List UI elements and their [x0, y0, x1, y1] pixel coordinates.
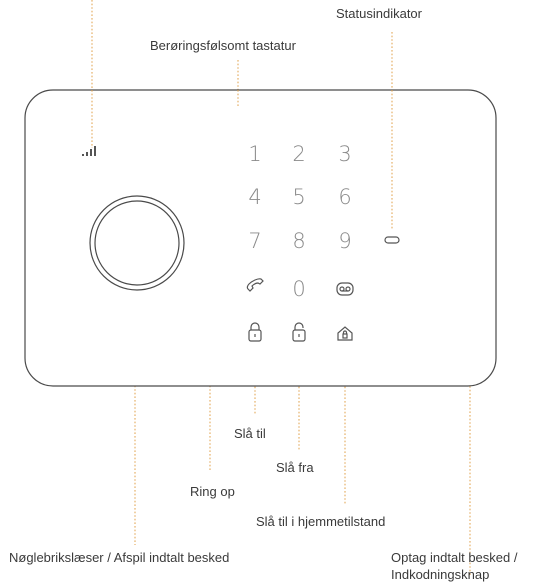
keypad[interactable]: 1 2 3 4 5 6 7 8 9 0	[248, 142, 351, 301]
status-indicator-label: Statusindikator	[336, 6, 422, 21]
key-3[interactable]: 3	[338, 142, 351, 166]
key-2[interactable]: 2	[292, 142, 305, 166]
key-4[interactable]: 4	[248, 185, 261, 209]
disarm-label: Slå fra	[276, 460, 314, 475]
record-label-line2: Indkodningsknap	[391, 567, 490, 582]
key-7[interactable]: 7	[248, 229, 261, 253]
lock-closed-icon[interactable]	[248, 322, 262, 342]
key-fob-reader-ring[interactable]	[89, 195, 185, 291]
arm-label: Slå til	[234, 426, 266, 441]
record-label-line1: Optag indtalt besked /	[391, 550, 518, 565]
phone-handset-icon[interactable]	[246, 278, 264, 292]
key-reader-label: Nøglebrikslæser / Afspil indtalt besked	[9, 550, 230, 565]
touch-keypad-label: Berøringsfølsomt tastatur	[150, 38, 296, 53]
key-6[interactable]: 6	[338, 185, 351, 209]
home-arm-label: Slå til i hjemmetilstand	[256, 514, 386, 529]
home-lock-icon[interactable]	[337, 326, 353, 341]
key-9[interactable]: 9	[338, 229, 351, 253]
lock-open-icon[interactable]	[292, 322, 306, 342]
key-8[interactable]: 8	[292, 229, 305, 253]
call-label: Ring op	[190, 484, 235, 499]
status-led	[384, 236, 400, 244]
device-body	[24, 89, 497, 387]
voicemail-icon[interactable]	[336, 282, 354, 296]
key-5[interactable]: 5	[292, 185, 305, 209]
key-1[interactable]: 1	[248, 142, 261, 166]
signal-strength-icon	[82, 146, 96, 156]
key-0[interactable]: 0	[292, 277, 305, 301]
